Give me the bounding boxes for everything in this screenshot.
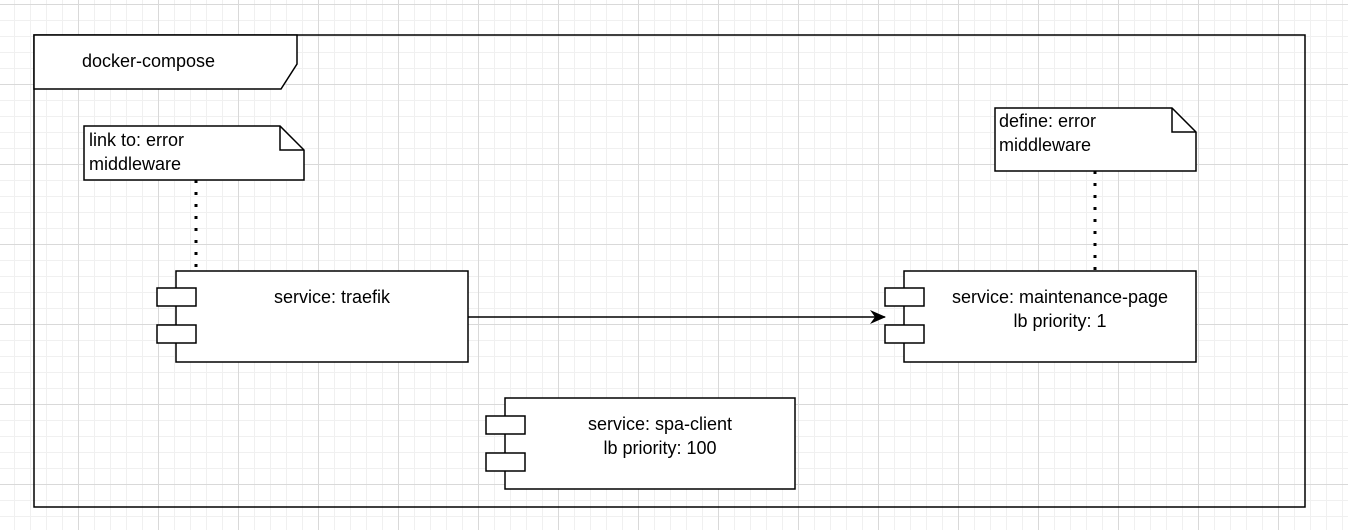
docker-compose-frame[interactable] xyxy=(33,34,1306,508)
traefik-note-fold xyxy=(279,126,304,151)
component-port-icon xyxy=(156,287,197,307)
note-line: middleware xyxy=(89,154,182,174)
maintenance-component-label: service: maintenance-page lb priority: 1 xyxy=(924,285,1196,333)
component-port-icon xyxy=(485,452,526,472)
frame-title-tab xyxy=(33,34,298,90)
component-port-icon xyxy=(884,324,925,344)
traefik-component-label: service: traefik xyxy=(196,285,468,309)
frame-title: docker-compose xyxy=(82,51,216,71)
component-port-icon xyxy=(485,415,526,435)
maintenance-note-shape[interactable] xyxy=(994,107,1197,172)
component-label-line: service: traefik xyxy=(273,287,391,307)
traefik-component[interactable] xyxy=(156,270,469,363)
note-line: middleware xyxy=(999,135,1092,155)
spa-client-component[interactable] xyxy=(485,397,796,490)
maintenance-note-text: define: error middleware xyxy=(999,109,1096,157)
component-label-line: service: maintenance-page xyxy=(951,287,1169,307)
component-port-icon xyxy=(884,287,925,307)
component-label-line: lb priority: 1 xyxy=(1013,311,1107,331)
component-label-line: lb priority: 100 xyxy=(603,438,717,458)
traefik-note-text: link to: error middleware xyxy=(89,128,184,176)
maintenance-note-fold xyxy=(1171,108,1196,133)
note-line: link to: error xyxy=(89,130,185,150)
note-line: define: error xyxy=(999,111,1097,131)
spa-client-component-label: service: spa-client lb priority: 100 xyxy=(525,412,795,460)
maintenance-component[interactable] xyxy=(884,270,1197,363)
traefik-note-shape[interactable] xyxy=(83,125,305,181)
component-port-icon xyxy=(156,324,197,344)
component-label-line: service: spa-client xyxy=(587,414,733,434)
